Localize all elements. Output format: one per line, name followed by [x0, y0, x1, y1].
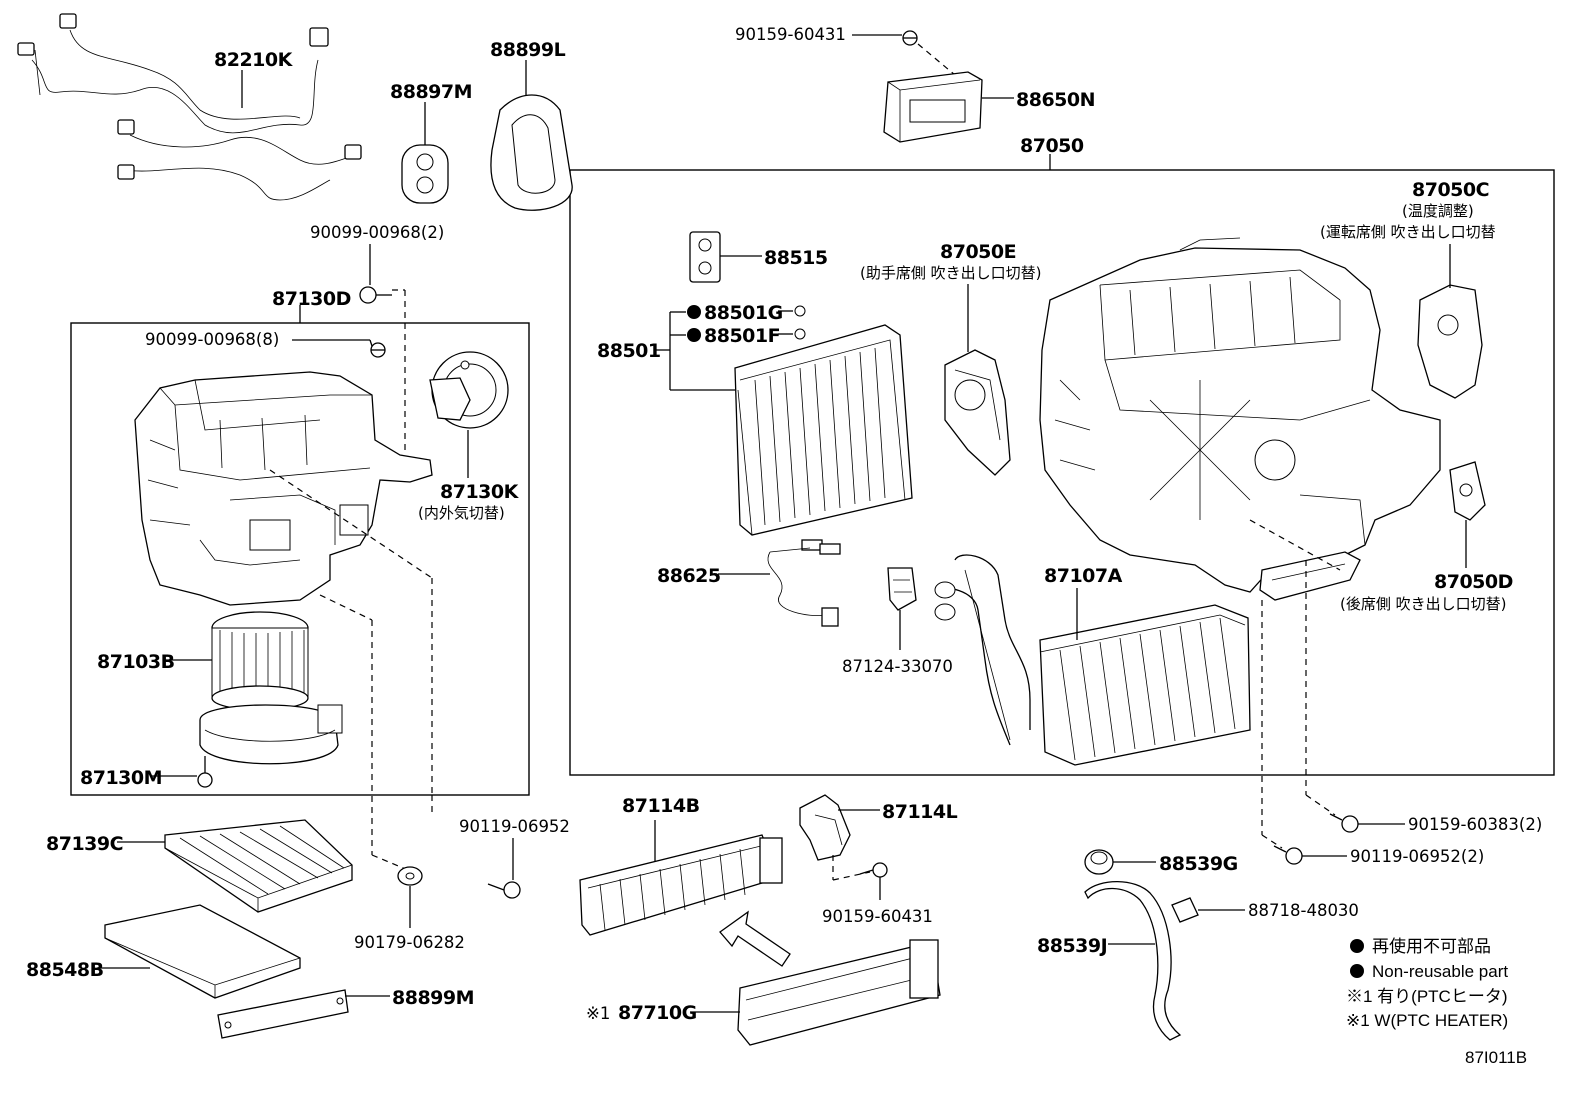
part-label-88625: 88625 — [657, 565, 721, 587]
seal-strip-88899m — [217, 989, 349, 1039]
part-label-90179-06282: 90179-06282 — [354, 933, 465, 952]
nonreusable-bullet-88501g — [687, 305, 701, 319]
part-label-88899m: 88899M — [392, 987, 474, 1009]
screw-90159-60431-bottom — [859, 862, 888, 878]
replacement-arrow — [719, 910, 791, 967]
filter-frame-88548b — [104, 904, 301, 999]
part-label-87050d: 87050D — [1434, 571, 1513, 593]
part-label-88897m: 88897M — [390, 81, 472, 103]
part-note-87050c-1: (温度調整) — [1402, 202, 1474, 220]
screw-90119-06952 — [487, 881, 521, 899]
servo-87050d — [1449, 461, 1486, 521]
grommet-88897m — [401, 144, 449, 204]
part-label-88501g: 88501G — [704, 302, 783, 324]
part-label-87107a: 87107A — [1044, 565, 1123, 587]
blower-motor-87103b — [199, 611, 343, 765]
legend-text-en: Non-reusable part — [1372, 962, 1508, 981]
sensor-88718-48030 — [1171, 897, 1199, 923]
screw-90099-00968-upper — [359, 286, 392, 304]
grommet-88539g — [1084, 849, 1114, 875]
part-label-87050e: 87050E — [940, 241, 1016, 263]
heater-unit-box — [569, 169, 1555, 776]
part-label-90159-60383-2: 90159-60383(2) — [1408, 815, 1542, 834]
legend-bullet-jp — [1350, 939, 1364, 953]
part-label-87130k: 87130K — [440, 481, 520, 503]
sensor-88625 — [767, 539, 841, 627]
part-label-87124-33070: 87124-33070 — [842, 657, 953, 676]
servo-87050c — [1417, 284, 1483, 399]
screw-90159-60431-top — [902, 30, 918, 46]
part-label-87114b: 87114B — [622, 795, 700, 817]
legend-text-jp: 再使用不可部品 — [1372, 936, 1491, 956]
washer-90179-06282 — [397, 866, 423, 886]
screw-90099-00968-lower — [370, 342, 386, 358]
part-label-88548b: 88548B — [26, 959, 104, 981]
part-label-88539g: 88539G — [1159, 853, 1238, 875]
part-label-87050: 87050 — [1020, 135, 1084, 157]
expansion-valve-88515 — [689, 231, 721, 283]
part-label-88501: 88501 — [597, 340, 661, 362]
part-note-87130k: (内外気切替) — [418, 504, 505, 522]
part-mark-87710g: ※1 — [586, 1004, 610, 1023]
screw-90159-60383 — [1329, 813, 1359, 833]
legend-note-jp: ※1 有り(PTCヒータ) — [1346, 987, 1508, 1006]
seal-88899l — [490, 94, 573, 211]
part-label-87050c: 87050C — [1412, 179, 1489, 201]
part-label-88650n: 88650N — [1016, 89, 1095, 111]
screw-90119-06952-2 — [1273, 845, 1303, 865]
evaporator-88501 — [734, 324, 913, 536]
part-note-87050d: (後席側 吹き出し口切替) — [1340, 595, 1506, 613]
part-note-87050c-2: (運転席側 吹き出し口切替 — [1320, 223, 1496, 241]
part-label-90099-00968-2: 90099-00968(2) — [310, 223, 444, 242]
legend-bullet-en — [1350, 964, 1364, 978]
part-label-87710g: 87710G — [618, 1002, 697, 1024]
heater-87710g — [737, 939, 941, 1046]
part-label-90159-60431-bottom: 90159-60431 — [822, 907, 933, 926]
part-label-87103b: 87103B — [97, 651, 175, 673]
figure-id: 87I011B — [1465, 1048, 1527, 1067]
part-note-87050e: (助手席側 吹き出し口切替) — [860, 264, 1041, 282]
part-label-88899l: 88899L — [490, 39, 566, 61]
drain-hose-88539j — [1084, 881, 1182, 1041]
servo-87050e — [944, 349, 1011, 476]
filter-87139c — [164, 819, 353, 913]
part-label-87130d: 87130D — [272, 288, 351, 310]
part-label-88539j: 88539J — [1037, 935, 1107, 957]
part-label-90119-06952-2: 90119-06952(2) — [1350, 847, 1484, 866]
part-label-82210k: 82210K — [214, 49, 294, 71]
ptc-heater-87114b — [579, 834, 783, 936]
part-label-90119-06952: 90119-06952 — [459, 817, 570, 836]
heater-unit-duct — [1259, 551, 1361, 601]
screw-87130m — [197, 756, 213, 788]
part-label-90159-60431-top: 90159-60431 — [735, 25, 846, 44]
heater-unit-87050 — [1039, 237, 1441, 593]
blower-housing-87130d — [134, 371, 433, 606]
nonreusable-bullet-88501f — [687, 328, 701, 342]
part-label-88718-48030: 88718-48030 — [1248, 901, 1359, 920]
amplifier-88650n — [883, 71, 983, 143]
heater-core-87107a — [934, 554, 1251, 766]
clip-87124-33070 — [887, 567, 917, 611]
legend-note-en: ※1 W(PTC HEATER) — [1346, 1011, 1508, 1030]
part-label-88515: 88515 — [764, 247, 828, 269]
bracket-87114l — [799, 794, 851, 861]
part-label-90099-00968-8: 90099-00968(8) — [145, 330, 279, 349]
part-label-87114l: 87114L — [882, 801, 958, 823]
part-label-87139c: 87139C — [46, 833, 123, 855]
part-label-88501f: 88501F — [704, 325, 780, 347]
wire-harness-82210k — [17, 13, 362, 201]
part-label-87130m: 87130M — [80, 767, 162, 789]
servo-87130k — [429, 351, 509, 429]
